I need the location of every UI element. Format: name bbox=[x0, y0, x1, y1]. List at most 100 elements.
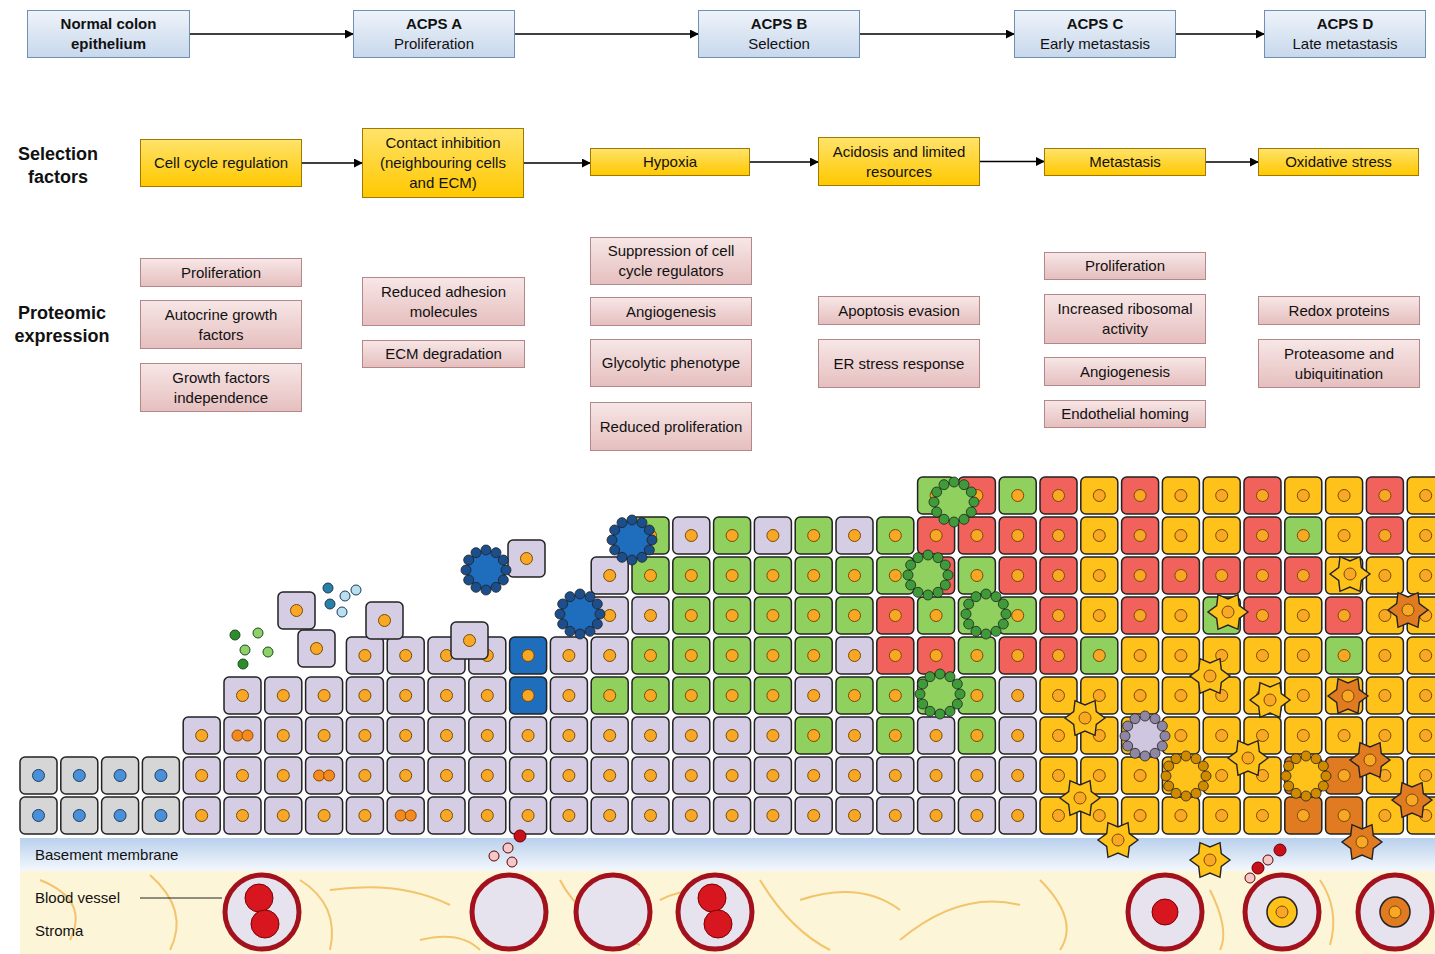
nucleus bbox=[521, 553, 533, 565]
cell bbox=[673, 597, 710, 634]
nucleus bbox=[1389, 906, 1401, 918]
cell bbox=[632, 637, 669, 674]
nucleus bbox=[481, 690, 493, 702]
nucleus bbox=[563, 730, 575, 742]
box-text: Contact inhibition (neighbouring cells a… bbox=[369, 133, 517, 193]
cell bbox=[795, 717, 832, 754]
nucleus bbox=[1053, 770, 1065, 782]
cell bbox=[428, 797, 465, 834]
nucleus bbox=[1420, 530, 1432, 542]
nucleus bbox=[808, 730, 820, 742]
nucleus bbox=[1093, 810, 1105, 822]
bleb bbox=[991, 592, 1001, 602]
bleb bbox=[952, 699, 962, 709]
cell bbox=[224, 717, 261, 754]
nucleus bbox=[1379, 810, 1391, 822]
red-blood-cell bbox=[251, 910, 279, 938]
cell bbox=[428, 757, 465, 794]
bleb bbox=[918, 699, 928, 709]
proteomic-box: ECM degradation bbox=[362, 340, 525, 368]
nucleus bbox=[889, 570, 901, 582]
nucleus bbox=[400, 730, 412, 742]
dividing-nucleus bbox=[395, 810, 406, 821]
nucleus bbox=[1175, 530, 1187, 542]
cell bbox=[714, 757, 751, 794]
bleb bbox=[610, 525, 620, 535]
cell bbox=[673, 717, 710, 754]
nucleus bbox=[1053, 610, 1065, 622]
box-text: Angiogenesis bbox=[626, 302, 716, 322]
nucleus bbox=[441, 770, 453, 782]
bleb bbox=[1301, 751, 1311, 761]
bleb bbox=[644, 545, 654, 555]
nucleus bbox=[359, 730, 371, 742]
bleb bbox=[471, 582, 481, 592]
migrating-cell bbox=[1208, 595, 1248, 630]
bleb bbox=[933, 553, 943, 563]
nucleus bbox=[1297, 610, 1309, 622]
nucleus bbox=[1093, 770, 1105, 782]
cell bbox=[632, 677, 669, 714]
nucleus bbox=[1216, 810, 1228, 822]
bleb bbox=[1150, 714, 1160, 724]
nucleus bbox=[1093, 650, 1105, 662]
cell bbox=[999, 757, 1036, 794]
bleb bbox=[1321, 771, 1331, 781]
nucleus bbox=[1216, 530, 1228, 542]
bleb bbox=[1120, 731, 1130, 741]
proteomic-box: Suppression of cell cycle regulators bbox=[590, 237, 752, 285]
nucleus bbox=[685, 730, 697, 742]
nucleus bbox=[889, 650, 901, 662]
nucleus bbox=[604, 650, 616, 662]
cell bbox=[61, 757, 98, 794]
bleb bbox=[998, 619, 1008, 629]
nucleus bbox=[726, 730, 738, 742]
box-text: Proliferation bbox=[181, 263, 261, 283]
bleb bbox=[558, 599, 568, 609]
cell bbox=[1285, 797, 1322, 834]
cell bbox=[306, 717, 343, 754]
nucleus bbox=[1338, 810, 1350, 822]
nucleus bbox=[1379, 530, 1391, 542]
cell bbox=[795, 597, 832, 634]
bleb bbox=[1140, 711, 1150, 721]
nucleus bbox=[645, 610, 657, 622]
detached-cell bbox=[508, 540, 545, 577]
cell bbox=[591, 797, 628, 834]
cell bbox=[1407, 477, 1435, 514]
bleb bbox=[1311, 788, 1321, 798]
proteomic-box: Glycolytic phenotype bbox=[590, 339, 752, 387]
blood-vessel bbox=[472, 875, 546, 949]
stage-heading: ACPS A bbox=[406, 14, 462, 34]
cell bbox=[142, 797, 179, 834]
nucleus bbox=[1134, 770, 1146, 782]
nucleus bbox=[155, 770, 167, 782]
proteomic-box: Proliferation bbox=[140, 258, 302, 287]
cell bbox=[1366, 677, 1403, 714]
bleb bbox=[932, 507, 942, 517]
nucleus bbox=[1175, 610, 1187, 622]
cell bbox=[958, 797, 995, 834]
nucleus bbox=[889, 610, 901, 622]
cell bbox=[1407, 557, 1435, 594]
bleb bbox=[906, 560, 916, 570]
detached-cell bbox=[298, 630, 335, 667]
cell bbox=[999, 717, 1036, 754]
nucleus bbox=[645, 650, 657, 662]
migrating-cell bbox=[1330, 557, 1370, 592]
cell bbox=[1407, 677, 1435, 714]
nucleus bbox=[196, 770, 208, 782]
cell bbox=[877, 757, 914, 794]
cell bbox=[265, 677, 302, 714]
cell bbox=[795, 677, 832, 714]
blood-vessel bbox=[1128, 875, 1202, 949]
bleb bbox=[1284, 761, 1294, 771]
cell bbox=[999, 517, 1036, 554]
nucleus bbox=[1012, 530, 1024, 542]
dividing-nucleus bbox=[232, 730, 243, 741]
cell bbox=[1122, 597, 1159, 634]
nucleus bbox=[767, 570, 779, 582]
cell bbox=[1081, 557, 1118, 594]
nucleus bbox=[726, 810, 738, 822]
nucleus bbox=[645, 730, 657, 742]
